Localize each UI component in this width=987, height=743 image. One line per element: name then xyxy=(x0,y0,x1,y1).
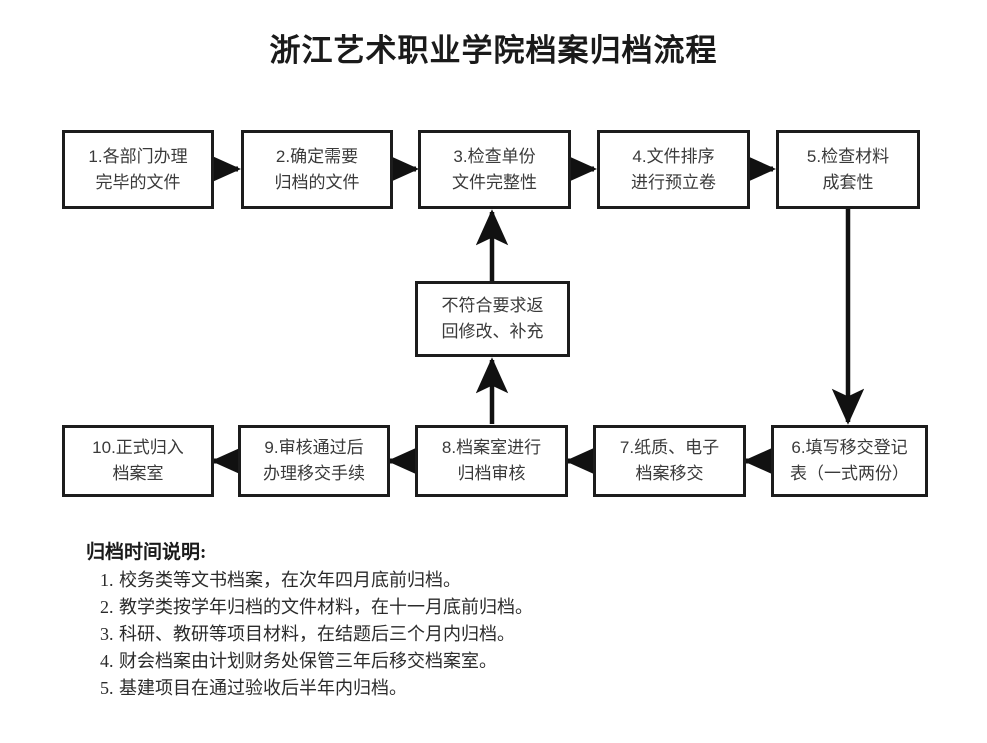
note-number: 2. xyxy=(100,597,114,617)
note-text: 基建项目在通过验收后半年内归档。 xyxy=(119,678,407,698)
note-number: 3. xyxy=(100,624,114,644)
page-title: 浙江艺术职业学院档案归档流程 xyxy=(269,33,718,68)
note-item: 5.基建项目在通过验收后半年内归档。 xyxy=(86,675,686,702)
note-item: 4.财会档案由计划财务处保管三年后移交档案室。 xyxy=(86,648,686,675)
flow-box-step2[interactable]: 2.确定需要 归档的文件 xyxy=(241,130,393,209)
note-number: 1. xyxy=(100,570,114,590)
notes-heading: 归档时间说明: xyxy=(86,542,207,563)
flow-box-step6[interactable]: 6.填写移交登记 表（一式两份） xyxy=(771,425,928,497)
flow-box-reject[interactable]: 不符合要求返 回修改、补充 xyxy=(415,281,570,357)
flow-box-step9[interactable]: 9.审核通过后 办理移交手续 xyxy=(238,425,390,497)
note-text: 教学类按学年归档的文件材料，在十一月底前归档。 xyxy=(119,597,533,617)
note-number: 4. xyxy=(100,651,114,671)
note-item: 3.科研、教研等项目材料，在结题后三个月内归档。 xyxy=(86,621,686,648)
flow-box-step10[interactable]: 10.正式归入 档案室 xyxy=(62,425,214,497)
note-text: 财会档案由计划财务处保管三年后移交档案室。 xyxy=(119,651,497,671)
note-item: 2.教学类按学年归档的文件材料，在十一月底前归档。 xyxy=(86,594,686,621)
flow-box-step4[interactable]: 4.文件排序 进行预立卷 xyxy=(597,130,750,209)
note-text: 科研、教研等项目材料，在结题后三个月内归档。 xyxy=(119,624,515,644)
note-text: 校务类等文书档案，在次年四月底前归档。 xyxy=(119,570,461,590)
flow-box-step3[interactable]: 3.检查单份 文件完整性 xyxy=(418,130,571,209)
flow-box-step5[interactable]: 5.检查材料 成套性 xyxy=(776,130,920,209)
flow-box-step8[interactable]: 8.档案室进行 归档审核 xyxy=(415,425,568,497)
note-item: 1.校务类等文书档案，在次年四月底前归档。 xyxy=(86,567,686,594)
flow-box-step7[interactable]: 7.纸质、电子 档案移交 xyxy=(593,425,746,497)
note-number: 5. xyxy=(100,678,114,698)
flow-box-step1[interactable]: 1.各部门办理 完毕的文件 xyxy=(62,130,214,209)
notes-section: 归档时间说明: 1.校务类等文书档案，在次年四月底前归档。 2.教学类按学年归档… xyxy=(86,540,686,702)
